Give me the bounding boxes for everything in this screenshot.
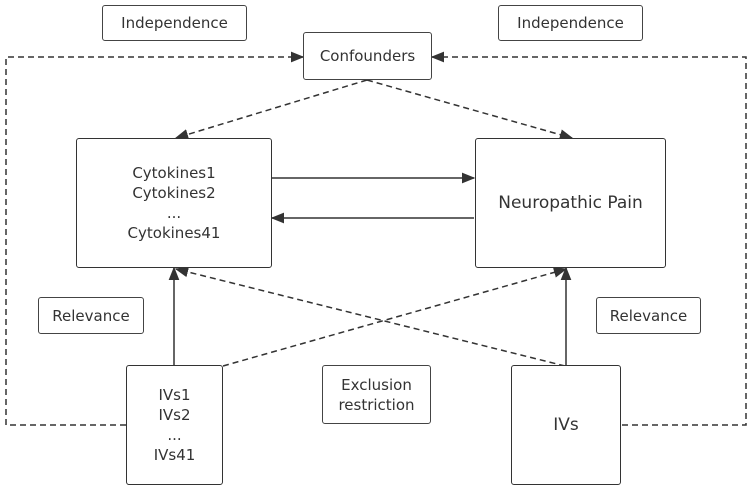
exclusion-line-2: restriction [338, 395, 415, 414]
independence-label-left-text: Independence [121, 14, 228, 32]
independence-label-left: Independence [102, 5, 247, 41]
edge-ivs-to-cytokines [174, 266, 566, 367]
confounders-node: Confounders [303, 32, 432, 80]
ivs41-line-4: IVs41 [153, 446, 196, 464]
edge-ivs41-to-confounders [5, 51, 305, 426]
ivs-text: IVs [553, 415, 579, 435]
cytokines-line-1: Cytokines1 [132, 164, 216, 182]
edge-ivs41-to-pain [222, 267, 568, 367]
ivs41-line-2: IVs2 [158, 406, 191, 424]
ivs41-line-1: IVs1 [158, 386, 191, 404]
exclusion-restriction-label: Exclusion restriction [322, 365, 431, 424]
ivs-node: IVs [511, 365, 621, 485]
cytokines-node: Cytokines1 Cytokines2 ... Cytokines41 [76, 138, 272, 268]
cytokines-line-4: Cytokines41 [127, 224, 221, 242]
edge-ivs-to-confounders [430, 51, 747, 426]
exclusion-line-1: Exclusion [341, 375, 412, 394]
ivs41-line-3: ... [167, 426, 182, 444]
relevance-label-right: Relevance [596, 297, 701, 334]
relevance-label-right-text: Relevance [609, 306, 688, 325]
edge-confounders-to-pain [366, 79, 574, 140]
relevance-label-left-text: Relevance [52, 306, 130, 325]
neuropathic-pain-node: Neuropathic Pain [475, 138, 666, 268]
independence-label-right-text: Independence [517, 14, 624, 32]
relevance-label-left: Relevance [38, 297, 144, 334]
ivs41-node: IVs1 IVs2 ... IVs41 [126, 365, 223, 485]
cytokines-line-3: ... [166, 204, 182, 222]
independence-label-right: Independence [498, 5, 643, 41]
neuropathic-pain-text: Neuropathic Pain [498, 193, 643, 213]
cytokines-line-2: Cytokines2 [132, 184, 216, 202]
edge-confounders-to-cytokines [174, 79, 368, 140]
confounders-text: Confounders [319, 47, 416, 65]
